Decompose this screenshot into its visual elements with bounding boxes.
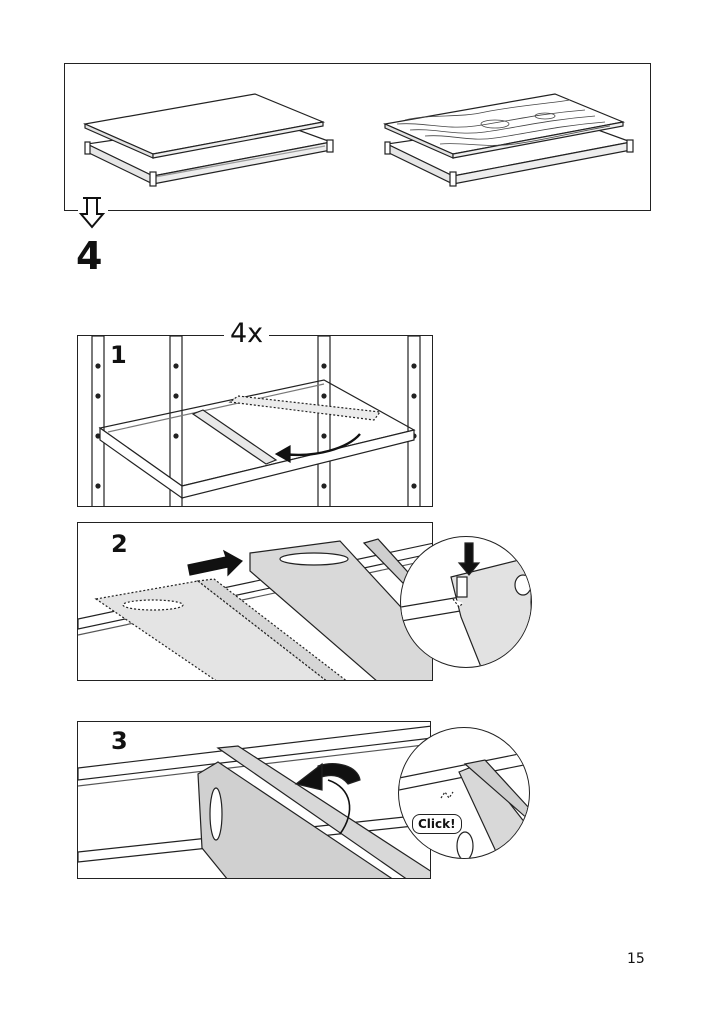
continue-arrow-icon bbox=[78, 196, 108, 230]
step-number: 4 bbox=[76, 234, 103, 278]
substep-3-panel: 3 bbox=[77, 721, 431, 879]
shelf-options-frame bbox=[64, 63, 651, 211]
substep-2-panel: 2 bbox=[77, 522, 433, 681]
detail-magnifier bbox=[400, 536, 532, 668]
plain-shelf-illustration bbox=[82, 93, 334, 187]
quantity-label: 4x bbox=[224, 320, 270, 347]
substep-number: 3 bbox=[111, 727, 128, 755]
wood-shelf-illustration bbox=[382, 93, 634, 187]
substep-number: 2 bbox=[111, 530, 128, 558]
substep-1-panel: 1 bbox=[77, 335, 433, 507]
page-number: 15 bbox=[627, 951, 645, 967]
detail-magnifier bbox=[398, 727, 530, 859]
click-callout: Click! bbox=[412, 814, 462, 834]
substep-number: 1 bbox=[110, 341, 127, 369]
